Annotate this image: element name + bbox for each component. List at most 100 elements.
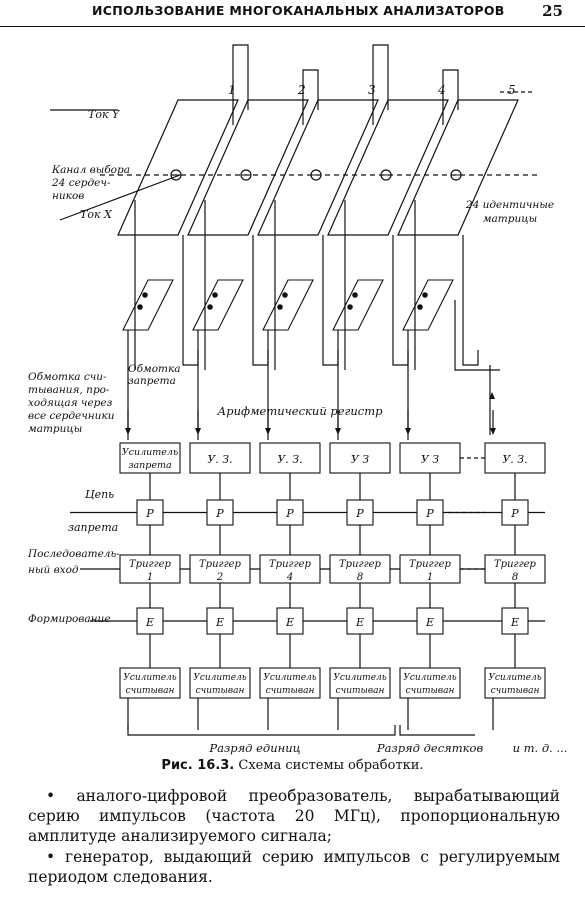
inhibit-loop: [322, 235, 339, 366]
inhibit-amplifier-box: [119, 442, 181, 474]
trigger-box: [399, 554, 461, 584]
trigger-box: [259, 554, 321, 584]
matrix-number: 5: [508, 83, 516, 97]
caption-label: Рис. 16.3.: [161, 758, 235, 773]
read-amplifier-box: [119, 667, 181, 699]
read-winding-loop: [402, 279, 454, 331]
read-winding-loop: [262, 279, 314, 331]
read-amplifier-box: [329, 667, 391, 699]
e-box-label: Е: [285, 616, 294, 629]
contact-dot: [347, 304, 353, 310]
inhibit-amplifier-box: [399, 442, 461, 474]
inhibit-amplifier-label: У З: [421, 453, 439, 466]
caption-text: Схема системы обработки.: [238, 758, 424, 773]
trigger-label: Триггер: [129, 559, 172, 570]
r-box: [206, 499, 234, 526]
processing-system-diagram: УсилительзапретаРТриггер1ЕУсилительсчиты…: [27, 44, 567, 755]
r-box-label: Р: [510, 507, 519, 520]
e-box-label: Е: [215, 616, 224, 629]
matrix-number: 3: [368, 83, 376, 97]
trigger-box: [189, 554, 251, 584]
trigger-box: [119, 554, 181, 584]
right-loop: [454, 300, 500, 371]
read-amplifier-label: считыван: [336, 686, 385, 696]
read-amplifier-box: [484, 667, 546, 699]
bullet-generator: • генератор, выдающий серию импульсов с …: [28, 848, 560, 886]
e-box-label: Е: [355, 616, 364, 629]
contact-dot: [352, 292, 358, 298]
trigger-digit: 2: [216, 572, 223, 583]
e-box: [276, 607, 304, 635]
trigger-digit: 1: [147, 572, 153, 583]
label-serial-input: ный вход: [28, 564, 79, 576]
trigger-label: Триггер: [339, 559, 382, 570]
label-read-winding: Обмотка счи-: [28, 371, 107, 383]
matrix-plane: [257, 99, 379, 236]
read-amplifier-label: Усилитель: [488, 673, 541, 683]
e-box: [501, 607, 529, 635]
r-box: [346, 499, 374, 526]
label-tens-digit: Разряд десятков: [376, 741, 484, 755]
brace-units: [127, 725, 396, 736]
trigger-digit: 8: [512, 572, 518, 583]
running-head: ИСПОЛЬЗОВАНИЕ МНОГОКАНАЛЬНЫХ АНАЛИЗАТОРО…: [92, 3, 505, 18]
r-box-label: Р: [285, 507, 294, 520]
read-amplifier-box: [399, 667, 461, 699]
label-shaping: Формирование: [28, 613, 111, 625]
label-identical-matrices: 24 идентичные: [465, 199, 554, 211]
read-amplifier-label: считыван: [196, 686, 245, 696]
inhibit-amplifier-box: [189, 442, 251, 474]
page-header: ИСПОЛЬЗОВАНИЕ МНОГОКАНАЛЬНЫХ АНАЛИЗАТОРО…: [0, 0, 585, 27]
top-loop: [302, 69, 319, 125]
e-box: [136, 607, 164, 635]
trigger-box: [484, 554, 546, 584]
matrix-plane: [117, 99, 239, 236]
read-amplifier-label: считыван: [406, 686, 455, 696]
contact-dot: [282, 292, 288, 298]
r-box: [276, 499, 304, 526]
top-loop: [442, 69, 459, 125]
tok-x-line: [59, 174, 181, 221]
read-amplifier-box: [189, 667, 251, 699]
inhibit-amplifier-box: [259, 442, 321, 474]
label-inhibit-chain: Цепь: [85, 488, 114, 501]
bullet-adc: • аналого-цифровой преобразователь, выра…: [28, 787, 560, 845]
trigger-digit: 1: [427, 572, 433, 583]
trigger-label: Триггер: [409, 559, 452, 570]
figure-caption: Рис. 16.3. Схема системы обработки.: [0, 758, 585, 773]
inhibit-loop: [392, 235, 409, 366]
r-box-label: Р: [425, 507, 434, 520]
read-amplifier-label: Усилитель: [123, 673, 176, 683]
matrix-number: 1: [228, 83, 236, 97]
matrix-plane: [397, 99, 519, 236]
trigger-digit: 4: [286, 572, 293, 583]
e-box: [206, 607, 234, 635]
e-box-label: Е: [510, 616, 519, 629]
read-amplifier-label: Усилитель: [403, 673, 456, 683]
contact-dot: [277, 304, 283, 310]
page-number: 25: [542, 2, 563, 20]
inhibit-amplifier-label: У З: [351, 453, 369, 466]
read-amplifier-label: Усилитель: [193, 673, 246, 683]
label-read-winding: ходящая через: [28, 397, 113, 409]
e-box: [416, 607, 444, 635]
r-box-label: Р: [145, 507, 154, 520]
matrix-number: 4: [437, 83, 446, 97]
r-box-label: Р: [215, 507, 224, 520]
matrix-number: 2: [297, 83, 306, 97]
label-inhibit-winding: запрета: [128, 375, 176, 387]
label-read-winding: матрицы: [28, 423, 82, 435]
label-tok-y: Ток Y: [88, 108, 121, 121]
label-identical-matrices: матрицы: [483, 213, 537, 225]
read-amplifier-box: [259, 667, 321, 699]
matrix-plane: [327, 99, 449, 236]
label-inhibit-winding: Обмотка: [128, 363, 181, 375]
label-inhibit-chain: запрета: [68, 521, 118, 534]
label-units-digit: Разряд единиц: [208, 741, 300, 755]
r-box: [501, 499, 529, 526]
matrix-plane: [187, 99, 309, 236]
label-read-winding: тывания, про-: [28, 384, 110, 396]
e-box-label: Е: [145, 616, 154, 629]
trigger-label: Триггер: [494, 559, 537, 570]
read-amplifier-label: считыван: [126, 686, 175, 696]
